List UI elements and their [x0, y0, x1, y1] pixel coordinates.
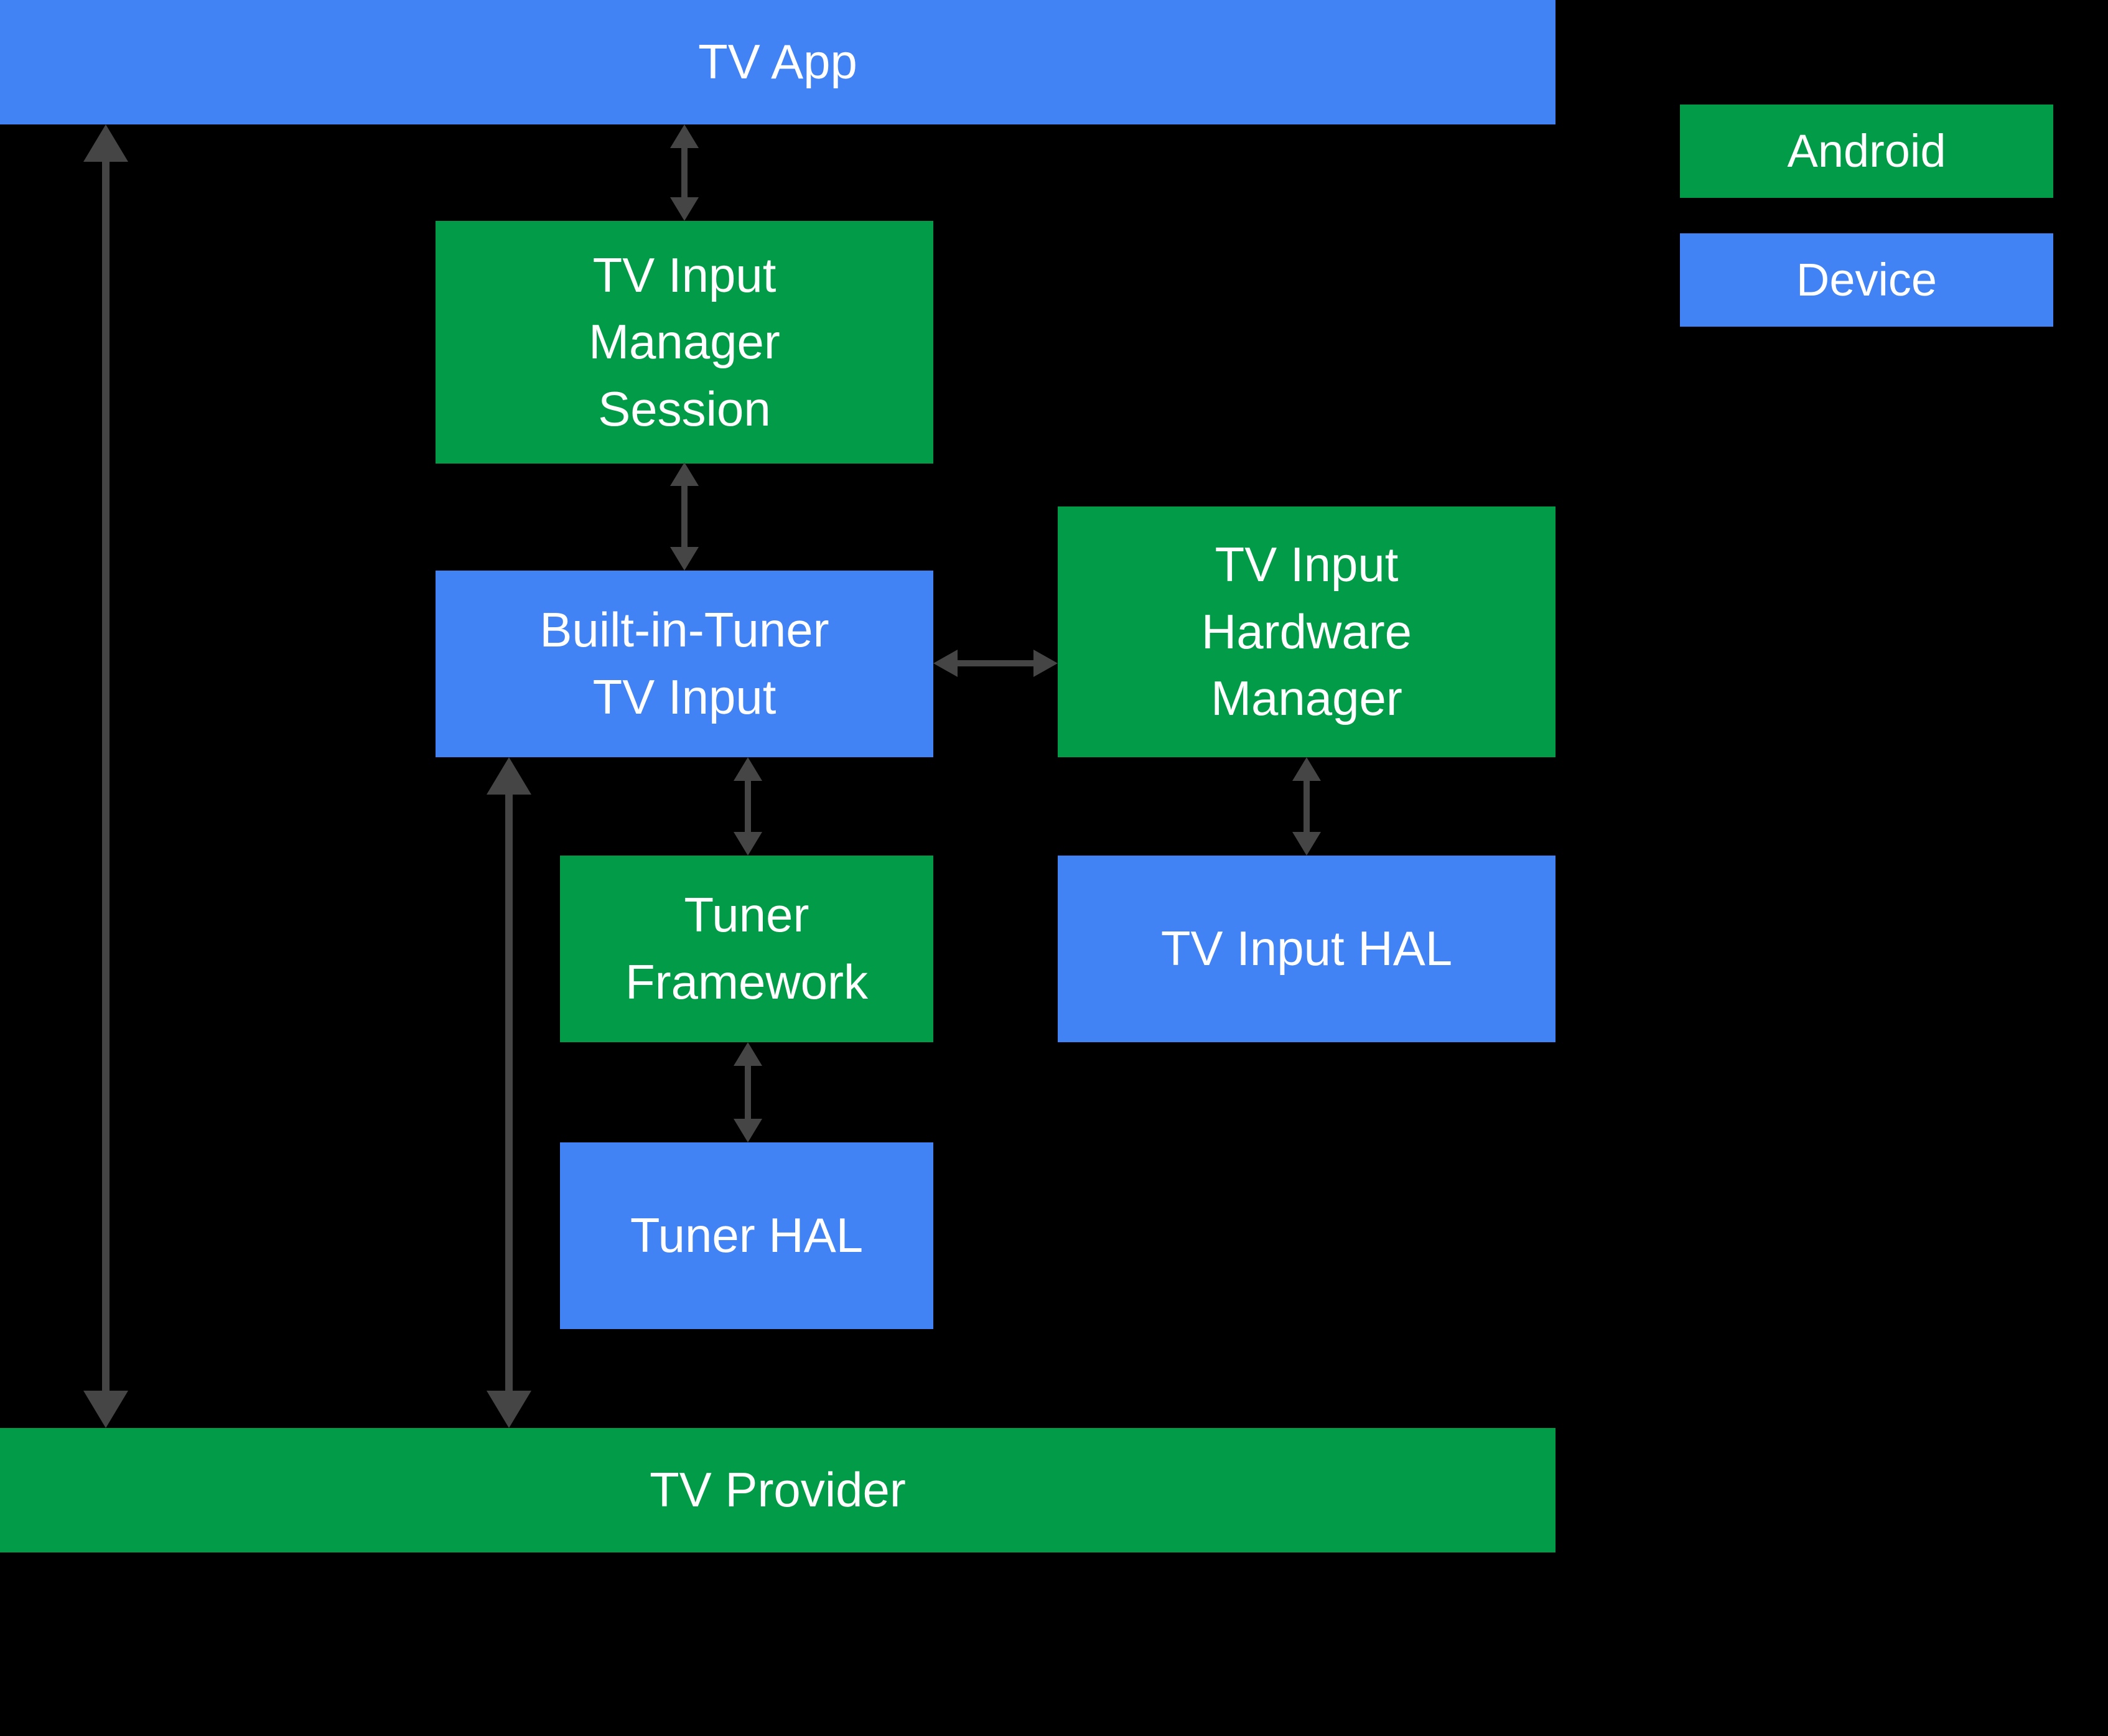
legend-device: Device	[1680, 233, 2053, 327]
tuner-framework-box: Tuner Framework	[560, 856, 933, 1042]
tv-input-hardware-manager-label: TV Input Hardware Manager	[1201, 537, 1412, 726]
tv-app-label: TV App	[698, 34, 857, 90]
tv-input-manager-session-box: TV Input Manager Session	[436, 221, 933, 464]
tv-input-manager-session-label: TV Input Manager Session	[589, 247, 780, 436]
arrow-tuner-framework-tuner-hal	[734, 1042, 762, 1142]
arrow-tv-app-tv-provider	[83, 124, 128, 1428]
tv-input-hardware-manager-box: TV Input Hardware Manager	[1058, 506, 1555, 757]
arrow-built-in-tuner-hardware-manager	[933, 650, 1058, 677]
tv-app-box: TV App	[0, 0, 1555, 124]
legend-android-label: Android	[1787, 124, 1946, 177]
tuner-hal-box: Tuner HAL	[560, 1142, 933, 1329]
tuner-hal-label: Tuner HAL	[630, 1208, 864, 1263]
arrow-session-built-in-tuner	[670, 462, 699, 571]
tv-provider-label: TV Provider	[650, 1462, 906, 1518]
tuner-framework-label: Tuner Framework	[625, 887, 869, 1009]
tv-input-hal-box: TV Input HAL	[1058, 856, 1555, 1042]
tv-provider-box: TV Provider	[0, 1428, 1555, 1552]
arrow-built-in-tuner-tuner-framework	[734, 757, 762, 856]
legend-android: Android	[1680, 105, 2053, 198]
built-in-tuner-tv-input-box: Built-in-Tuner TV Input	[436, 571, 933, 757]
tv-input-hal-label: TV Input HAL	[1160, 921, 1453, 976]
arrow-built-in-tuner-tv-provider	[487, 757, 531, 1428]
arrow-hardware-manager-tv-input-hal	[1292, 757, 1321, 856]
built-in-tuner-tv-input-label: Built-in-Tuner TV Input	[539, 602, 829, 724]
arrow-tv-app-session	[670, 124, 699, 221]
legend-device-label: Device	[1796, 253, 1938, 306]
